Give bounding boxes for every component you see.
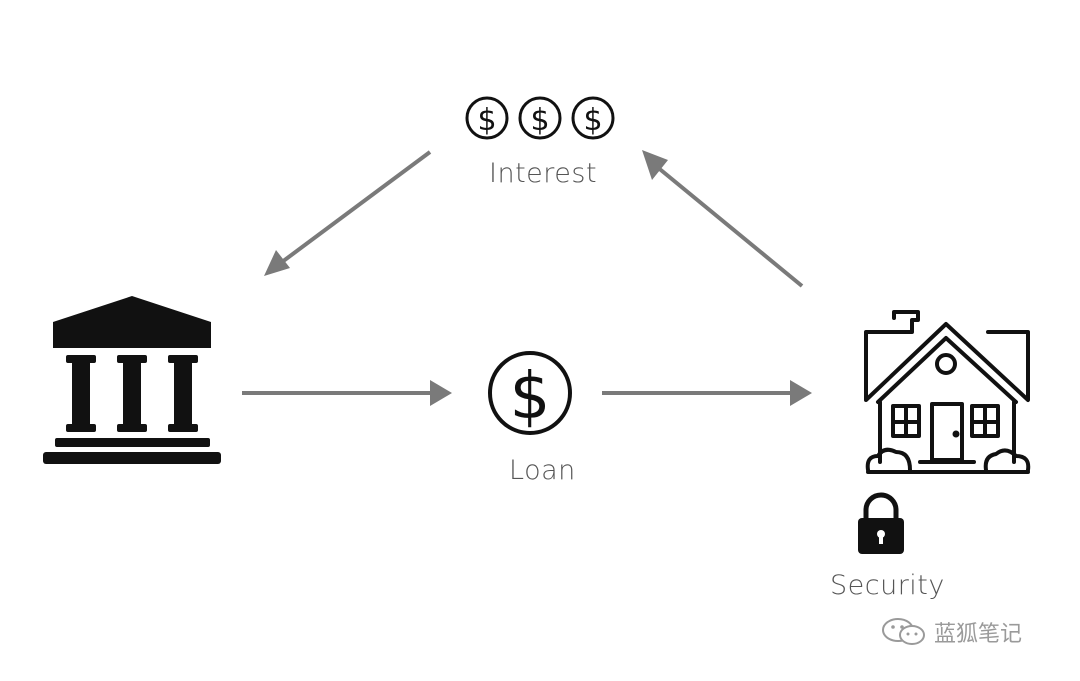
dollar-coin-icon: $ [465,96,509,140]
security-label: Security [830,570,945,601]
svg-text:$: $ [583,103,602,138]
padlock-icon [858,492,904,554]
svg-text:$: $ [530,103,549,138]
loan-label: Loan [509,455,576,486]
dollar-coin-icon: $ [571,96,615,140]
svg-text:$: $ [477,103,496,138]
watermark: 蓝狐笔记 [880,616,1022,648]
arrow-bank-to-loan [242,380,452,406]
arrows [242,150,812,406]
loan-coin: $ [488,351,572,435]
interest-label: Interest [489,158,598,189]
arrow-interest-to-bank [264,150,432,276]
dollar-coin-icon: $ [488,351,572,435]
dollar-coin-icon: $ [518,96,562,140]
house-icon [864,310,1031,474]
watermark-text: 蓝狐笔记 [934,622,1023,647]
wechat-icon [882,618,925,645]
arrow-loan-to-house [602,380,812,406]
svg-text:$: $ [510,360,551,434]
arrow-house-to-interest [642,150,804,288]
bank-icon [43,296,221,464]
interest-coins: $ $ $ [465,96,615,140]
